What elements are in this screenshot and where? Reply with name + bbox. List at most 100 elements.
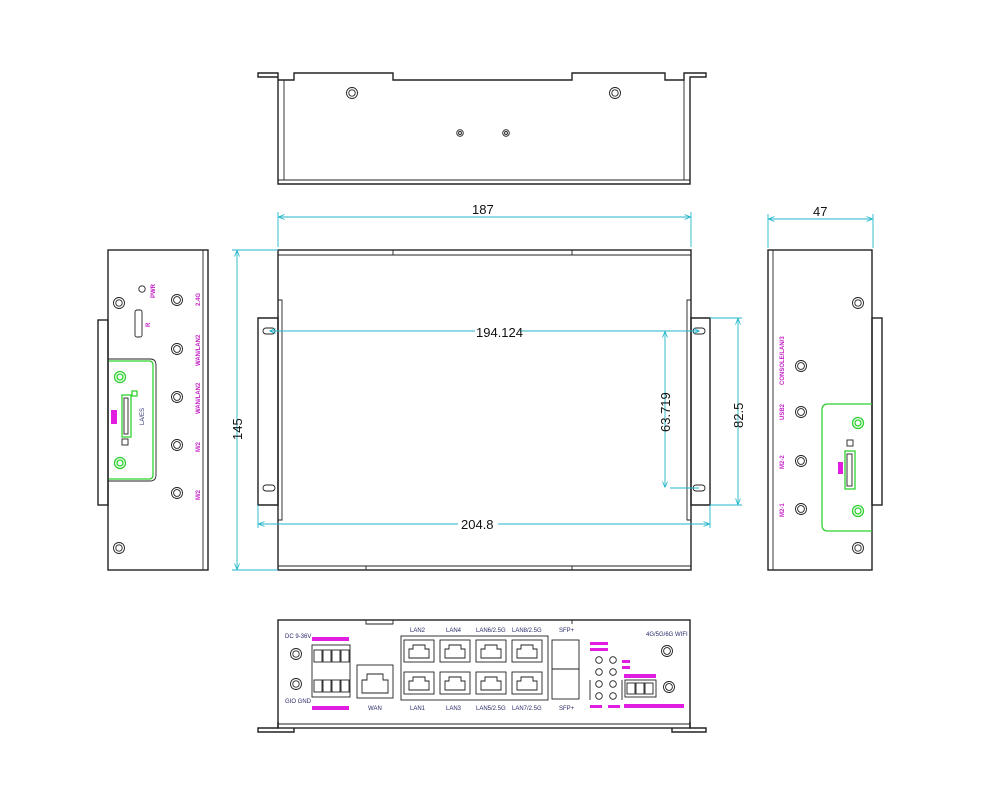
front-view: DC 9-36V GIO GND WAN LAN2 LAN4 LAN6/2.5G bbox=[257, 619, 707, 733]
antenna-icon bbox=[171, 391, 183, 403]
wan-port-icon[interactable] bbox=[356, 664, 394, 699]
antenna-label: WAN/LAN2 bbox=[196, 382, 202, 414]
lan-port-icon[interactable] bbox=[403, 671, 435, 695]
lan-port-icon[interactable] bbox=[439, 671, 471, 695]
led-marker bbox=[622, 666, 630, 669]
lan-label: LAN1 bbox=[410, 706, 426, 712]
terminal-marker bbox=[624, 674, 656, 678]
sim-screw-icon bbox=[851, 504, 865, 518]
reset-label: R bbox=[146, 322, 152, 327]
ground-screw-icon bbox=[290, 678, 302, 690]
pwr-label: PWR bbox=[151, 283, 157, 298]
panel-screw-icon bbox=[113, 297, 125, 309]
antenna-label: M2-1 bbox=[780, 503, 786, 517]
dim-depth: 47 bbox=[813, 204, 827, 219]
status-led-icon bbox=[609, 692, 617, 700]
ground-label: GIO GND bbox=[285, 699, 312, 705]
main-view bbox=[257, 249, 711, 571]
panel-screw-icon bbox=[113, 542, 125, 554]
antenna-icon bbox=[171, 439, 183, 451]
terminal-marker bbox=[624, 704, 684, 708]
top-screw-icon bbox=[502, 129, 510, 137]
mount-hole-icon bbox=[262, 484, 276, 492]
wifi-antenna-icon bbox=[663, 681, 675, 693]
antenna-label: 2.4G bbox=[196, 293, 202, 306]
status-led-icon bbox=[609, 656, 617, 664]
sim-screw-icon bbox=[851, 416, 865, 430]
led-marker bbox=[590, 648, 608, 651]
lan-label: LAN4 bbox=[446, 628, 462, 634]
antenna-icon bbox=[795, 360, 807, 372]
lan-port-icon[interactable] bbox=[475, 639, 507, 663]
status-led-icon bbox=[595, 668, 603, 676]
antenna-icon bbox=[795, 503, 807, 515]
antenna-label: M/2 bbox=[196, 489, 202, 500]
lan-port-icon[interactable] bbox=[439, 639, 471, 663]
lan-port-block bbox=[400, 635, 549, 701]
lan-label: LAN6/2.5G bbox=[476, 628, 506, 634]
led-marker bbox=[622, 660, 630, 663]
sfp-label: SFP+ bbox=[559, 706, 575, 712]
terminal-marker bbox=[312, 706, 349, 710]
antenna-icon bbox=[795, 455, 807, 467]
sim-slot-icon bbox=[844, 450, 856, 490]
top-view bbox=[257, 72, 707, 185]
dim-hole-spacing-h: 194.124 bbox=[476, 325, 523, 340]
dim-height: 145 bbox=[230, 418, 245, 440]
reset-button[interactable] bbox=[134, 309, 143, 338]
mount-screw-icon bbox=[609, 87, 621, 99]
sfp-label: SFP+ bbox=[559, 628, 575, 634]
status-led-icon bbox=[595, 692, 603, 700]
lan-label: LAN3 bbox=[446, 706, 462, 712]
sim-marker bbox=[111, 410, 117, 424]
antenna-icon bbox=[171, 294, 183, 306]
lan-port-icon[interactable] bbox=[403, 639, 435, 663]
dimensions: 187 145 194.124 63.719 82.5 204.8 47 bbox=[230, 202, 874, 571]
dim-width: 187 bbox=[472, 202, 494, 217]
left-side-view: LA/ES PWR R 2.4G WAN/LAN2 WAN/LAN2 M/2 M… bbox=[97, 249, 209, 571]
terminal-marker bbox=[312, 637, 349, 641]
power-switch-icon bbox=[290, 648, 302, 660]
lan-label: LAN7/2.5G bbox=[512, 706, 542, 712]
antenna-icon bbox=[795, 406, 807, 418]
antenna-label: WAN/LAN2 bbox=[196, 334, 202, 366]
antenna-label: M2-2 bbox=[780, 455, 786, 469]
wifi-antenna-icon bbox=[661, 645, 673, 657]
antenna-label: CONSOLE/LAN/3 bbox=[780, 336, 786, 385]
dim-bracket-height: 82.5 bbox=[731, 403, 746, 428]
lock-icon bbox=[846, 439, 854, 447]
status-led-icon bbox=[595, 680, 603, 688]
panel-screw-icon bbox=[852, 297, 864, 309]
antenna-icon bbox=[171, 343, 183, 355]
sim-screw-icon bbox=[113, 370, 127, 384]
top-screw-icon bbox=[456, 129, 464, 137]
sim-marker bbox=[838, 462, 843, 474]
dim-hole-spacing-v: 63.719 bbox=[658, 392, 673, 432]
lan-label: LAN5/2.5G bbox=[476, 706, 506, 712]
lan-port-icon[interactable] bbox=[511, 639, 543, 663]
pwr-led-icon bbox=[138, 285, 146, 293]
status-led-icon bbox=[595, 656, 603, 664]
lock-icon bbox=[121, 438, 129, 446]
slot-label: LA/ES bbox=[140, 408, 146, 425]
sfp-port-icon[interactable] bbox=[551, 639, 580, 700]
lan-label: LAN8/2.5G bbox=[512, 628, 542, 634]
terminal-block-icon bbox=[311, 644, 351, 698]
right-side-view: CONSOLE/LAN/3 USB2 M2-2 M2-1 bbox=[767, 249, 883, 571]
antenna-label: USB2 bbox=[780, 403, 786, 420]
wifi-label: 4G/5G/6G WIFI bbox=[646, 632, 688, 638]
status-led-icon bbox=[609, 680, 617, 688]
led-marker bbox=[608, 705, 620, 708]
panel-screw-icon bbox=[852, 542, 864, 554]
wan-label: WAN bbox=[368, 706, 382, 712]
io-terminal-icon bbox=[624, 679, 657, 698]
lan-port-icon[interactable] bbox=[475, 671, 507, 695]
lan-port-icon[interactable] bbox=[511, 671, 543, 695]
sim-slot-icon bbox=[121, 394, 132, 438]
lan-label: LAN2 bbox=[410, 628, 426, 634]
sim-screw-icon bbox=[113, 456, 127, 470]
led-marker bbox=[590, 705, 602, 708]
antenna-label: M/2 bbox=[196, 441, 202, 452]
dim-bracket-width: 204.8 bbox=[461, 517, 494, 532]
